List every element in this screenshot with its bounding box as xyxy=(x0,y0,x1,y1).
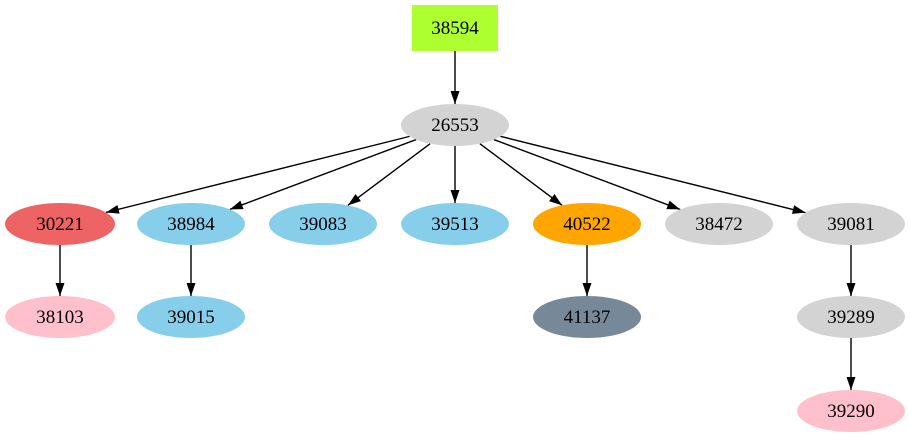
edge-26553-40522 xyxy=(479,143,563,206)
edge-26553-30221 xyxy=(105,135,410,214)
edge-26553-39081 xyxy=(500,135,806,214)
edge-26553-39083 xyxy=(347,143,431,206)
node-40522: 40522 xyxy=(533,203,641,245)
node-39015: 39015 xyxy=(137,296,245,338)
node-26553: 26553 xyxy=(401,104,509,146)
node-39081: 39081 xyxy=(797,203,905,245)
node-39290: 39290 xyxy=(797,390,905,432)
node-30221: 30221 xyxy=(5,203,115,245)
node-38594: 38594 xyxy=(412,5,498,51)
edge-26553-38472 xyxy=(493,138,681,211)
node-38984: 38984 xyxy=(137,203,245,245)
node-39513: 39513 xyxy=(401,203,509,245)
node-39083: 39083 xyxy=(269,203,377,245)
edge-26553-38984 xyxy=(229,138,417,211)
node-39289: 39289 xyxy=(797,296,905,338)
node-38472: 38472 xyxy=(665,203,773,245)
node-38103: 38103 xyxy=(5,296,115,338)
node-41137: 41137 xyxy=(533,296,641,338)
